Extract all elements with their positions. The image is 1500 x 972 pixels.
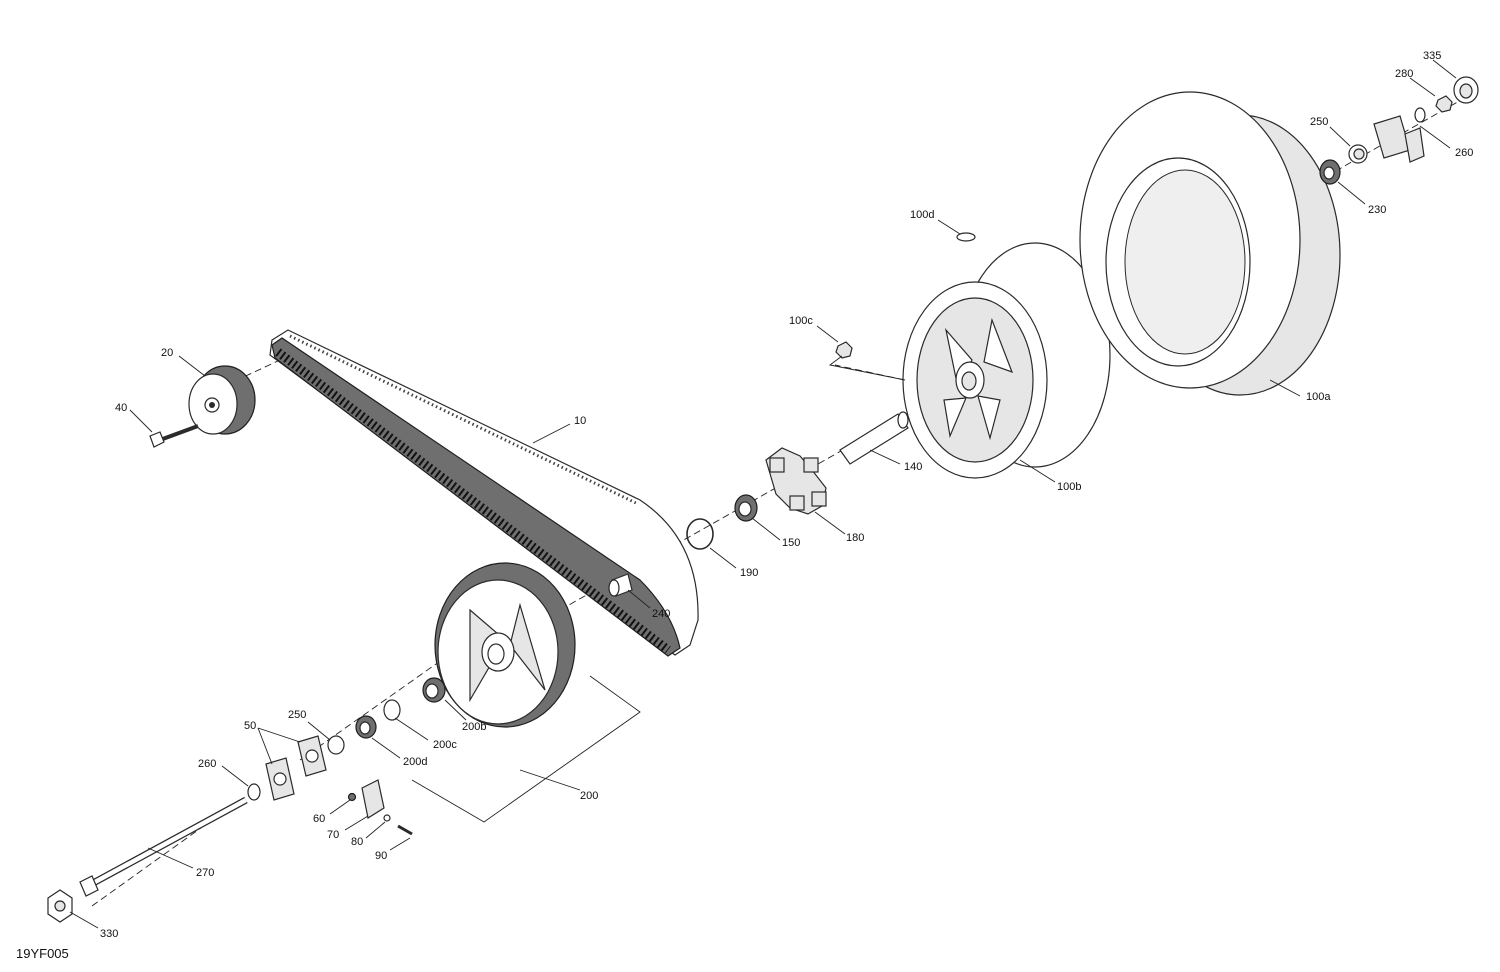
callout-10: 10 — [574, 415, 586, 427]
valve-nut — [835, 341, 853, 359]
pulley-bolt — [149, 424, 199, 448]
callout-250-top: 250 — [1310, 116, 1328, 128]
callout-100b: 100b — [1057, 481, 1081, 493]
spacer-top — [1348, 144, 1368, 164]
small-nut — [347, 792, 357, 802]
callout-260-bottom: 260 — [198, 758, 216, 770]
adjuster-block-outer — [265, 757, 295, 801]
drawing-code: 19YF005 — [16, 946, 69, 961]
axle-seal-top — [1319, 159, 1341, 185]
callout-330: 330 — [100, 928, 118, 940]
bushing — [608, 573, 633, 597]
callout-200c: 200c — [433, 739, 457, 751]
callout-90: 90 — [375, 850, 387, 862]
nut-top — [1435, 95, 1453, 113]
callout-200d: 200d — [403, 756, 427, 768]
hub-bearing — [734, 494, 758, 522]
callout-180: 180 — [846, 532, 864, 544]
callout-150: 150 — [782, 537, 800, 549]
callout-labels: 335 280 250 260 230 100d 100c 100a 100b … — [100, 50, 1473, 940]
callout-100c: 100c — [789, 315, 813, 327]
rear-sprocket — [434, 562, 576, 728]
callout-60: 60 — [313, 813, 325, 825]
washer-bottom — [247, 783, 261, 801]
cush-drive-dampers — [765, 447, 827, 515]
drive-belt — [269, 329, 699, 657]
axle-nut — [47, 889, 73, 923]
wheel-spacer-tube — [839, 411, 909, 465]
callout-70: 70 — [327, 829, 339, 841]
callout-335: 335 — [1423, 50, 1441, 62]
small-screw-90 — [397, 824, 413, 836]
seal-ring — [355, 715, 377, 739]
callout-230: 230 — [1368, 204, 1386, 216]
callout-260-top: 260 — [1455, 147, 1473, 159]
valve-clip — [956, 232, 976, 242]
callout-270: 270 — [196, 867, 214, 879]
o-ring — [686, 518, 714, 550]
callout-50: 50 — [244, 720, 256, 732]
callout-190: 190 — [740, 567, 758, 579]
adjuster-block-inner — [297, 735, 327, 777]
callout-100d: 100d — [910, 209, 934, 221]
leader-lines — [69, 59, 1457, 929]
wheel-rim — [902, 242, 1111, 479]
small-screw-80 — [383, 814, 391, 822]
rear-axle — [79, 796, 248, 897]
callout-140: 140 — [904, 461, 922, 473]
axle-cap — [1453, 76, 1479, 104]
callout-100a: 100a — [1306, 391, 1331, 403]
callout-280: 280 — [1395, 68, 1413, 80]
spacer-bottom — [327, 735, 345, 755]
callout-250-bottom: 250 — [288, 709, 306, 721]
washer-top — [1414, 107, 1426, 123]
retaining-ring — [383, 699, 401, 721]
callout-40: 40 — [115, 402, 127, 414]
callout-240: 240 — [652, 608, 670, 620]
adjuster-block-top — [1373, 115, 1425, 163]
chain-guard — [361, 779, 385, 819]
sprocket-bearing — [422, 677, 446, 703]
callout-80: 80 — [351, 836, 363, 848]
front-pulley — [188, 365, 256, 435]
tire — [1079, 91, 1341, 396]
callout-20: 20 — [161, 347, 173, 359]
callout-200b: 200b — [462, 721, 486, 733]
callout-200: 200 — [580, 790, 598, 802]
